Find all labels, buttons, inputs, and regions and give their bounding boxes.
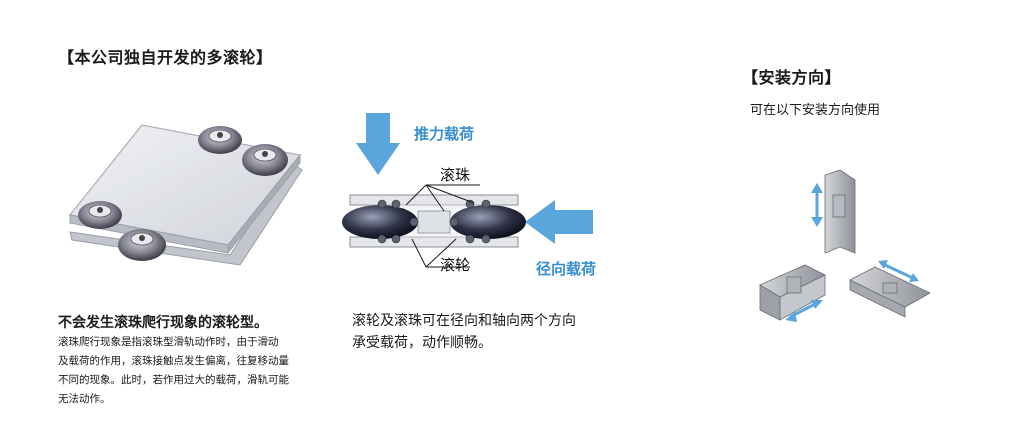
roller-right — [450, 205, 526, 239]
radial-arrow-icon — [525, 200, 593, 244]
left-body-line: 不同的现象。此时，若作用过大的载荷，滑轨可能 — [58, 374, 289, 386]
horizontal-mount-rail-left — [759, 264, 826, 322]
left-lead-text: 不会发生滚珠爬行现象的滚轮型。 — [58, 315, 268, 331]
left-body-line: 滚珠爬行现象是指滚珠型滑轨动作时，由于滑动 — [58, 336, 279, 348]
roller-bottom-right — [118, 229, 166, 261]
left-body: 滚珠爬行现象是指滚珠型滑轨动作时，由于滑动 及载荷的作用，滚珠接触点发生偏离，往… — [58, 333, 289, 409]
ball-callout: 滚珠 — [440, 166, 471, 184]
thrust-load-label: 推力载荷 — [414, 125, 475, 143]
mounting-directions-illustration — [759, 169, 931, 322]
middle-caption-line: 承受载荷，动作顺畅。 — [352, 335, 492, 351]
roller-bottom-left — [78, 201, 122, 229]
left-body-line: 及载荷的作用，滚珠接触点发生偏离，往复移动量 — [58, 355, 289, 367]
vertical-mount-rail — [811, 169, 856, 254]
multi-roller-illustration — [68, 124, 303, 266]
mounting-subtitle: 可在以下安装方向使用 — [750, 103, 881, 118]
ball-bearings — [377, 199, 491, 244]
middle-caption-line: 滚轮及滚珠可在径向和轴向两个方向 — [352, 313, 576, 329]
thrust-arrow-icon — [356, 113, 400, 175]
left-heading: 【本公司独自开发的多滚轮】 — [58, 48, 273, 67]
mounting-heading: 【安装方向】 — [742, 68, 842, 87]
left-body-line: 无法动作。 — [58, 393, 111, 405]
load-direction-diagram — [342, 113, 593, 268]
roller-top-left — [198, 126, 242, 154]
roller-top-right — [242, 144, 288, 176]
horizontal-mount-rail-right — [849, 260, 931, 318]
roller-left — [342, 205, 418, 239]
radial-load-label: 径向载荷 — [536, 260, 597, 278]
roller-callout: 滚轮 — [440, 256, 471, 274]
middle-caption: 滚轮及滚珠可在径向和轴向两个方向 承受载荷，动作顺畅。 — [352, 310, 576, 354]
